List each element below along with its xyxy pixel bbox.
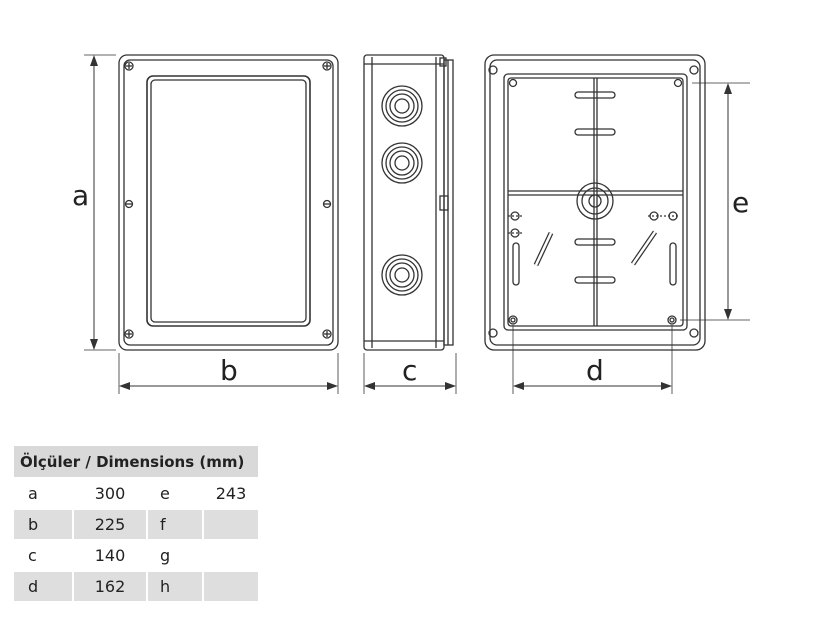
interior-view [484, 54, 706, 351]
table-row: a 300 e 243 [14, 479, 258, 508]
table-row: b 225 f [14, 510, 258, 539]
cable-glands [381, 85, 423, 296]
dimension-d [512, 325, 673, 394]
side-view [363, 54, 454, 351]
label-b: b [220, 354, 238, 387]
label-d: d [586, 354, 604, 387]
enclosure-technical-drawing: a b c d e [72, 54, 750, 394]
dimension-b [118, 353, 339, 394]
dimension-e [680, 82, 750, 321]
front-view [118, 54, 339, 351]
dimension-a [84, 54, 116, 351]
row-value: 225 [74, 510, 146, 539]
row-value [204, 510, 258, 539]
table-title: Ölçüler / Dimensions (mm) [14, 446, 258, 477]
label-a: a [72, 179, 89, 212]
row-key: g [160, 546, 171, 565]
row-value: 243 [215, 484, 247, 503]
table-row: c 140 g [14, 541, 258, 570]
table-row: d 162 h [14, 572, 258, 601]
row-key: b [14, 510, 72, 539]
row-key: a [28, 484, 38, 503]
dimensions-table: Ölçüler / Dimensions (mm) a 300 e 243 b … [12, 444, 260, 603]
row-value: 162 [74, 572, 146, 601]
dimension-c [363, 353, 457, 394]
row-key: d [14, 572, 72, 601]
row-value: 140 [94, 546, 126, 565]
row-value [204, 541, 258, 570]
row-value [204, 572, 258, 601]
row-key: c [28, 546, 37, 565]
row-value: 300 [94, 484, 126, 503]
front-screws [124, 61, 332, 339]
label-c: c [402, 354, 417, 387]
row-key: e [160, 484, 170, 503]
row-key: f [148, 510, 202, 539]
row-key: h [148, 572, 202, 601]
label-e: e [732, 186, 749, 219]
